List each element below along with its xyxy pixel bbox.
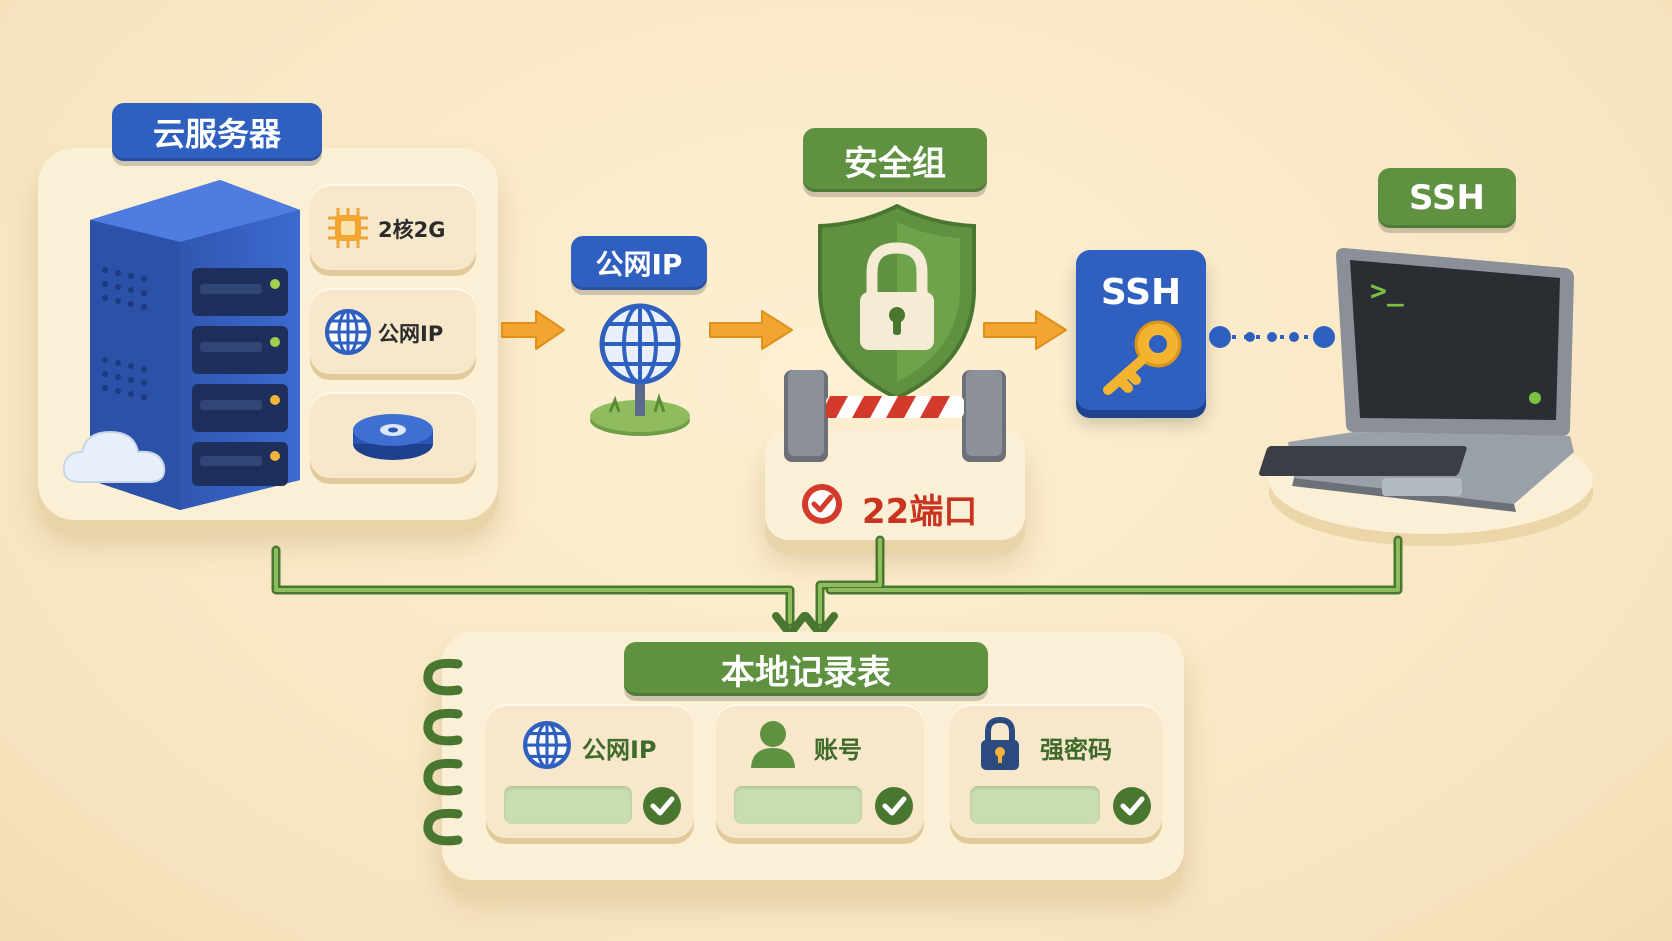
record-field-ip-input[interactable]: [504, 786, 632, 824]
check-icon: [1112, 786, 1152, 826]
record-field-account-label: 账号: [814, 730, 862, 765]
globe-icon: [522, 720, 572, 770]
notebook-rings-icon: [418, 652, 474, 862]
record-field-password-label: 强密码: [1040, 730, 1112, 765]
record-field-ip-label: 公网IP: [582, 730, 657, 765]
user-icon: [748, 718, 798, 770]
lock-icon: [978, 716, 1022, 772]
check-icon: [642, 786, 682, 826]
local-record-title: 本地记录表: [624, 642, 988, 696]
record-field-account-input[interactable]: [734, 786, 862, 824]
check-icon: [874, 786, 914, 826]
record-field-password-input[interactable]: [970, 786, 1100, 824]
